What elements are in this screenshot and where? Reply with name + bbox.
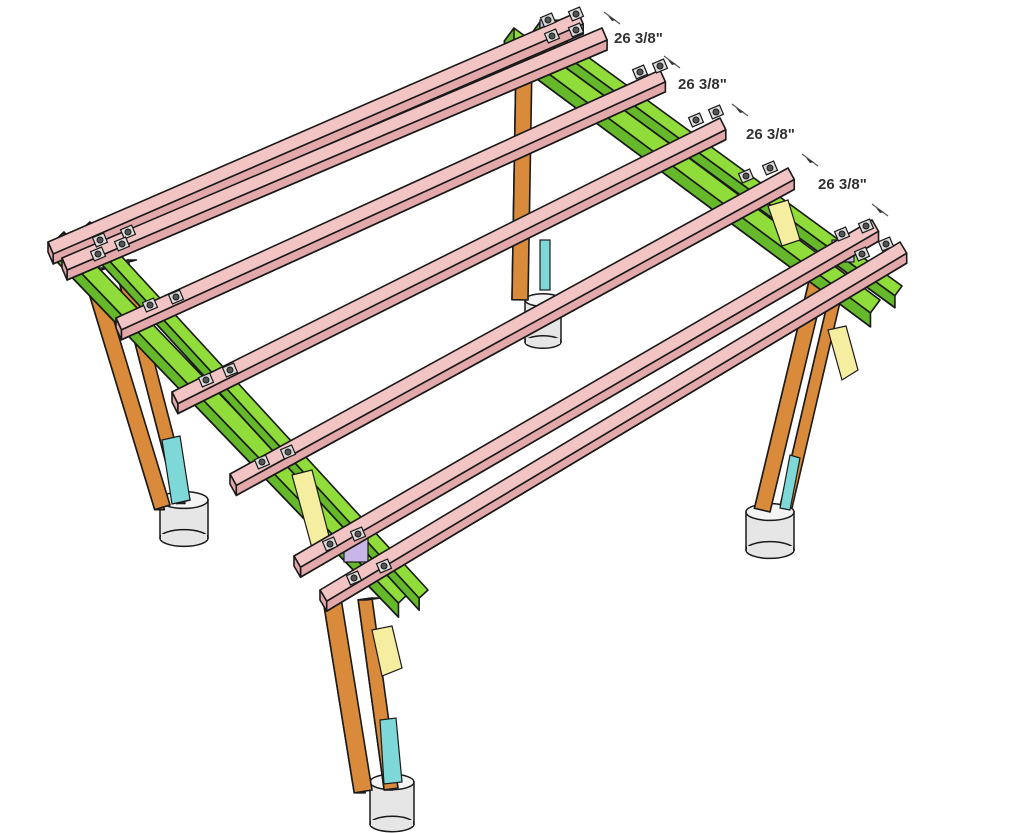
rafter-1-top	[47, 11, 584, 255]
bolt-icon	[572, 10, 580, 18]
rafter-4	[171, 117, 727, 415]
footing-right-mask	[747, 546, 793, 552]
bolt-icon	[226, 366, 234, 374]
beam-right-inner-end	[532, 42, 896, 309]
brace-right	[827, 325, 859, 381]
bolt-icon	[572, 26, 580, 34]
dimension-arrow	[806, 158, 814, 163]
rafter-4-end-face	[171, 391, 179, 415]
bolt-icon	[882, 240, 890, 248]
bolt-icon	[350, 574, 358, 582]
bolt-icon	[548, 32, 556, 40]
rafter-7-side	[325, 252, 908, 612]
brace-back	[767, 199, 801, 247]
footing-back-middle-mask	[526, 338, 560, 344]
bolt-icon	[202, 376, 210, 384]
beam-right-inner	[532, 21, 903, 309]
beam-left-inner-end	[80, 241, 420, 611]
bolt-icon	[692, 116, 700, 124]
rafter-7	[319, 241, 908, 612]
rafter-1-end-face	[47, 241, 54, 265]
post-base-back-middle	[539, 239, 551, 291]
dimension-label-2: 26 3/8"	[678, 76, 727, 93]
footing-back-left-mask	[161, 534, 207, 540]
post-base-front	[379, 717, 403, 785]
footing-front-mask	[371, 820, 413, 826]
dimension-arrow	[668, 60, 676, 65]
bolt-icon	[742, 172, 750, 180]
post-base-back-left	[161, 435, 191, 505]
bolt-icon	[380, 562, 388, 570]
bolt-icon	[94, 250, 102, 258]
bolt-icon	[284, 448, 292, 456]
rafter-7-end-face	[319, 589, 328, 612]
post-front-b-end-face	[357, 597, 382, 601]
bolt-icon	[96, 236, 104, 244]
bolt-icon	[544, 16, 552, 24]
post-base-right	[779, 454, 801, 511]
dimension-label-1: 26 3/8"	[614, 30, 663, 47]
rafter-3-end	[120, 91, 667, 341]
rafter-5-end	[235, 188, 796, 497]
rafter-3	[115, 69, 667, 341]
bolt-icon	[838, 230, 846, 238]
bolt-icon	[124, 228, 132, 236]
bolt-icon	[172, 293, 180, 301]
dimension-arrow	[608, 16, 616, 21]
dimension-arrow	[876, 208, 884, 213]
bolt-icon	[118, 240, 126, 248]
bolt-icon	[636, 68, 644, 76]
bolt-icon	[258, 458, 266, 466]
rafter-2-end-face	[61, 257, 68, 281]
bolt-icon	[712, 108, 720, 116]
rafter-2	[61, 27, 608, 281]
beam-right-outer-end	[503, 54, 872, 328]
rafter-7-end	[325, 262, 908, 612]
post-back-middle	[511, 60, 543, 301]
bolt-icon	[326, 540, 334, 548]
dimension-label-3: 26 3/8"	[746, 126, 795, 143]
rafter-3-end-face	[115, 317, 123, 341]
post-back-middle-top	[511, 60, 533, 301]
rafter-2-end	[66, 49, 608, 281]
rafter-5	[229, 167, 796, 497]
bolt-icon	[146, 301, 154, 309]
rafter-6-end-face	[293, 555, 302, 579]
dimension-label-4: 26 3/8"	[818, 176, 867, 193]
bolt-icon	[354, 530, 362, 538]
dimension-arrow	[736, 108, 744, 113]
rafter-5-end-face	[229, 473, 238, 497]
bolt-icon	[858, 250, 866, 258]
rafter-6	[293, 219, 880, 579]
rafter-4-end	[177, 138, 727, 415]
bolt-icon	[862, 222, 870, 230]
bolt-icon	[656, 62, 664, 70]
beam-right-inner-side	[532, 30, 896, 309]
bolt-icon	[766, 164, 774, 172]
brace-front	[371, 625, 403, 677]
